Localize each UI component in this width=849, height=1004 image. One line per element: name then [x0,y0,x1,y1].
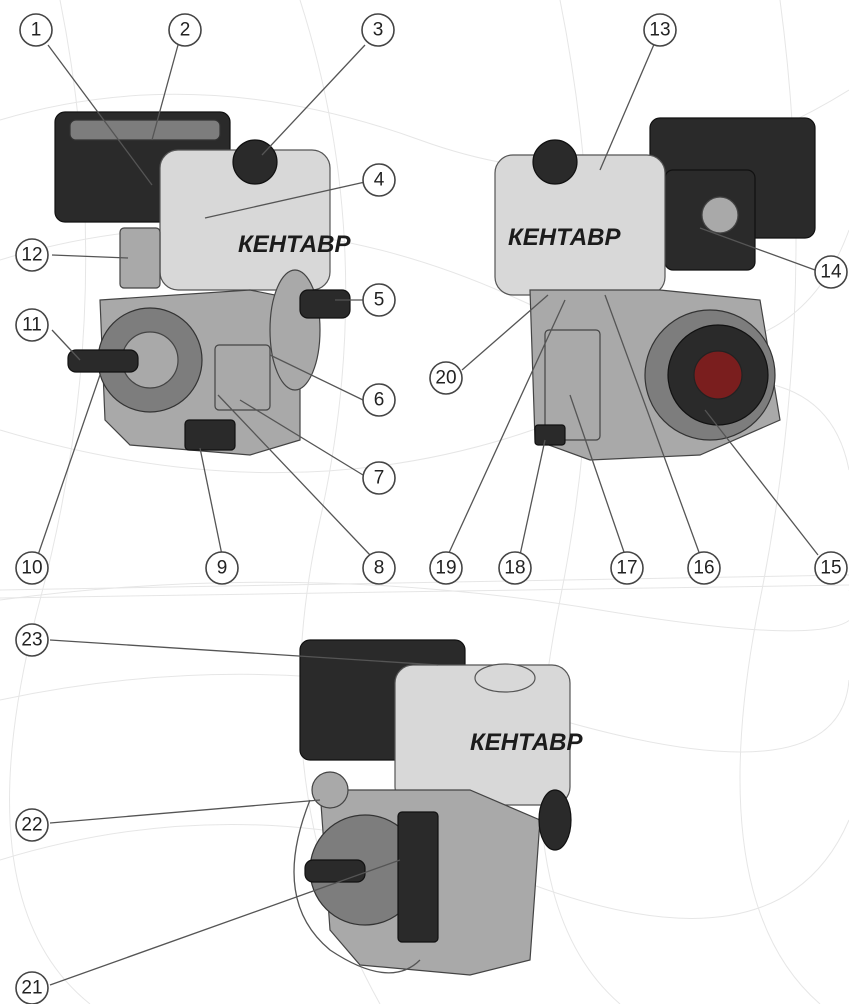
svg-text:3: 3 [373,20,384,41]
engine-rear-view: КЕНТАВР [494,117,816,461]
svg-text:18: 18 [504,558,525,579]
svg-text:16: 16 [693,558,714,579]
callout-3: 3 [361,13,395,47]
engine-side-view: КЕНТАВР [293,639,584,976]
svg-text:13: 13 [649,20,670,41]
callout-10: 10 [15,551,49,585]
svg-text:12: 12 [21,245,42,266]
svg-text:19: 19 [435,558,456,579]
callout-13: 13 [643,13,677,47]
svg-text:5: 5 [374,290,385,311]
svg-text:17: 17 [616,558,637,579]
callout-7: 7 [362,461,396,495]
callout-2: 2 [168,13,202,47]
callout-12: 12 [15,238,49,272]
svg-text:10: 10 [21,558,42,579]
brand-label-engine-2: КЕНТАВР [508,224,622,251]
callout-19: 19 [429,551,463,585]
callout-16: 16 [687,551,721,585]
brand-label-engine-3: КЕНТАВР [470,729,584,756]
svg-text:8: 8 [374,558,385,579]
callout-9: 9 [205,551,239,585]
svg-text:2: 2 [180,20,191,41]
svg-text:7: 7 [374,468,385,489]
svg-text:22: 22 [21,815,42,836]
callout-1: 1 [19,13,53,47]
brand-label-engine-1: КЕНТАВР [238,231,352,258]
callout-17: 17 [610,551,644,585]
svg-text:15: 15 [820,558,841,579]
callout-22: 22 [15,808,49,842]
callout-15: 15 [814,551,848,585]
callout-23: 23 [15,623,49,657]
callout-4: 4 [362,163,396,197]
svg-text:21: 21 [21,978,42,999]
callout-11: 11 [15,308,49,342]
svg-text:9: 9 [217,558,228,579]
engine-front-view: КЕНТАВР [54,111,352,456]
callout-18: 18 [498,551,532,585]
callout-20: 20 [429,361,463,395]
callout-6: 6 [362,383,396,417]
leader-lines [37,41,819,986]
callout-8: 8 [362,551,396,585]
svg-text:20: 20 [435,368,456,389]
svg-text:6: 6 [374,390,385,411]
svg-text:14: 14 [820,262,842,283]
callout-21: 21 [15,971,49,1004]
callout-5: 5 [362,283,396,317]
svg-text:23: 23 [21,630,42,651]
svg-text:4: 4 [374,170,385,191]
callout-14: 14 [814,255,848,289]
svg-text:1: 1 [31,20,42,41]
svg-text:11: 11 [22,315,42,336]
